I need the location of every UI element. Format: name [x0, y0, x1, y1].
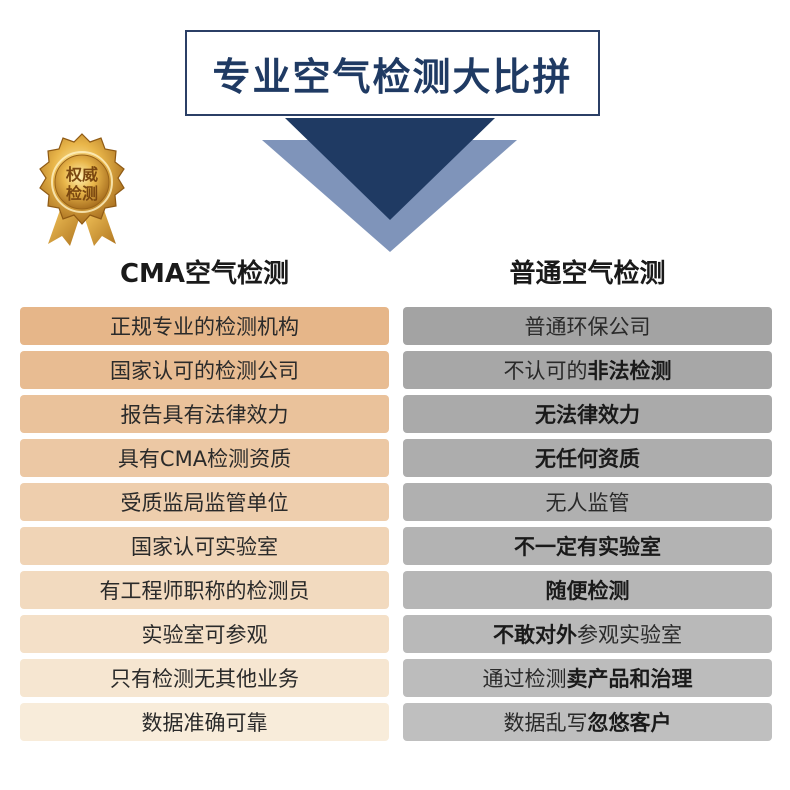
cma-feature-row: 数据准确可靠 — [20, 703, 389, 741]
cma-feature-row: 只有检测无其他业务 — [20, 659, 389, 697]
badge-text-line2: 检测 — [66, 184, 98, 203]
cma-feature-row: 实验室可参观 — [20, 615, 389, 653]
cma-feature-row: 有工程师职称的检测员 — [20, 571, 389, 609]
title-box: 专业空气检测大比拼 — [185, 30, 600, 116]
badge-text-line1: 权威 — [65, 165, 98, 184]
ordinary-feature-row: 不敢对外参观实验室 — [403, 615, 772, 653]
ordinary-feature-row: 通过检测卖产品和治理 — [403, 659, 772, 697]
ordinary-feature-row: 不一定有实验室 — [403, 527, 772, 565]
ordinary-feature-row: 不认可的非法检测 — [403, 351, 772, 389]
ordinary-feature-row: 普通环保公司 — [403, 307, 772, 345]
cma-column-header: CMA空气检测 — [119, 259, 290, 289]
cma-feature-row: 受质监局监管单位 — [20, 483, 389, 521]
cma-feature-list: 正规专业的检测机构 国家认可的检测公司 报告具有法律效力 具有CMA检测资质 受… — [20, 307, 389, 747]
funnel-front-triangle — [285, 118, 495, 220]
cma-feature-row: 国家认可的检测公司 — [20, 351, 389, 389]
ordinary-feature-row: 无人监管 — [403, 483, 772, 521]
cma-feature-row: 正规专业的检测机构 — [20, 307, 389, 345]
ordinary-column-header: 普通空气检测 — [509, 259, 666, 289]
ordinary-feature-row: 无任何资质 — [403, 439, 772, 477]
gold-medal-icon: 权威 检测 — [39, 133, 125, 246]
ordinary-feature-row: 数据乱写忽悠客户 — [403, 703, 772, 741]
cma-feature-row: 具有CMA检测资质 — [20, 439, 389, 477]
cma-feature-row: 国家认可实验室 — [20, 527, 389, 565]
cma-feature-row: 报告具有法律效力 — [20, 395, 389, 433]
ordinary-feature-row: 无法律效力 — [403, 395, 772, 433]
funnel-graphic — [262, 118, 517, 252]
ordinary-feature-row: 随便检测 — [403, 571, 772, 609]
ordinary-feature-list: 普通环保公司 不认可的非法检测 无法律效力 无任何资质 无人监管 不一定有实验室… — [403, 307, 772, 747]
page-title: 专业空气检测大比拼 — [212, 54, 573, 99]
